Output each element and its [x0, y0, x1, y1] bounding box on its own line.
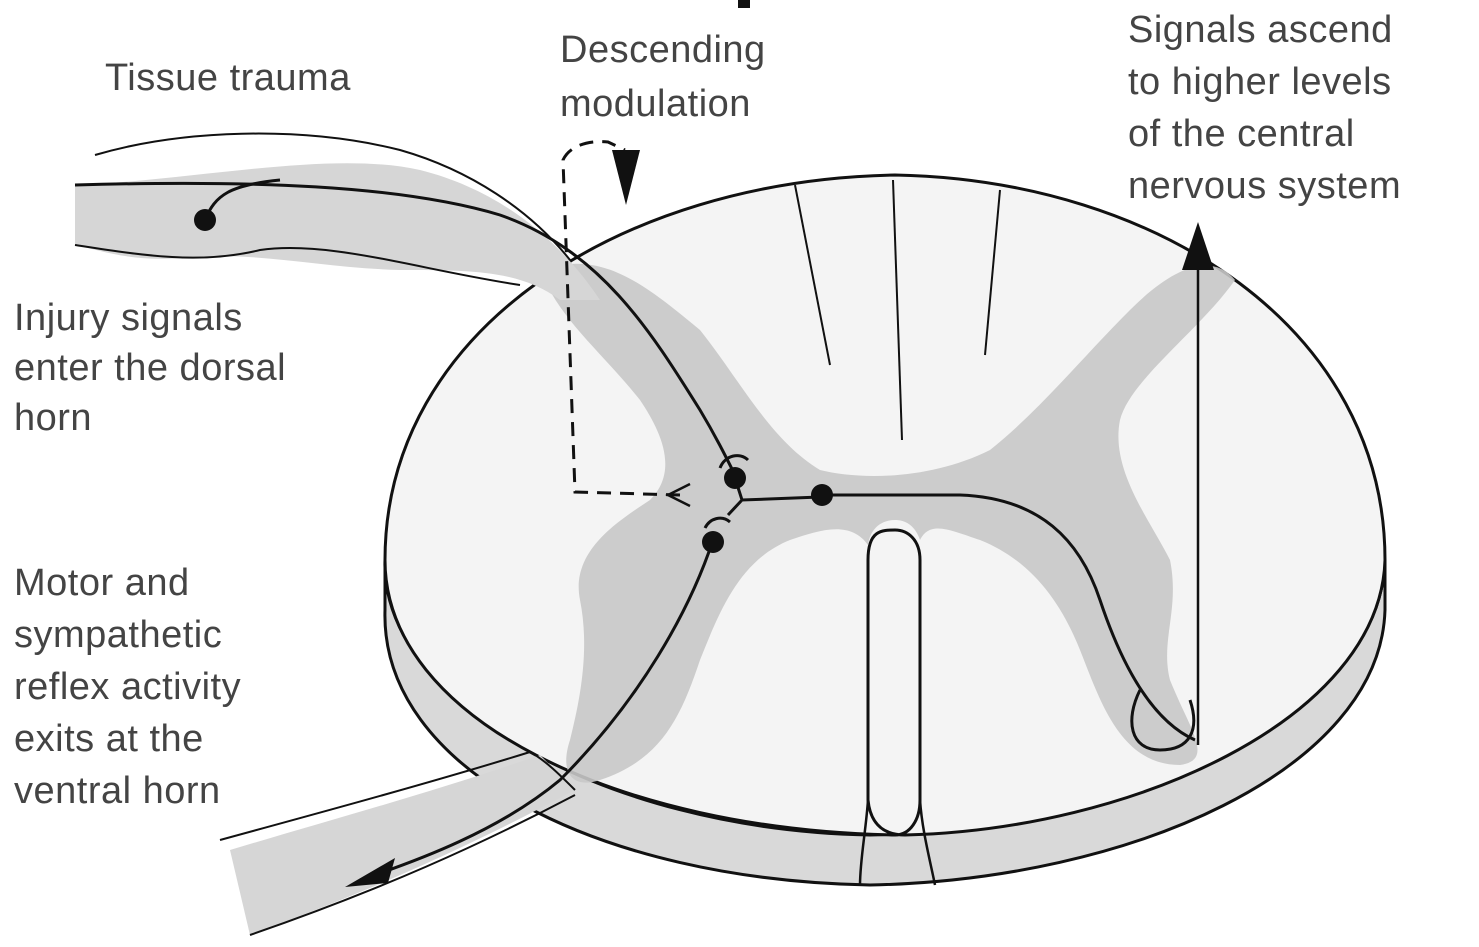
- label-motor-line-1: Motor and: [14, 562, 190, 604]
- top-edge-mark: [738, 0, 750, 8]
- label-injury-line-2: enter the dorsal: [14, 347, 286, 389]
- descending-arrowhead: [612, 150, 640, 205]
- label-ascend-line-4: nervous system: [1128, 165, 1401, 207]
- label-motor-line-5: ventral horn: [14, 770, 221, 812]
- outgoing-nerve-body: [230, 755, 575, 935]
- label-descending-line-2: modulation: [560, 83, 751, 125]
- label-tissue-trauma: Tissue trauma: [105, 57, 351, 99]
- label-signals-ascend: Signals ascend to higher levels of the c…: [1128, 9, 1404, 207]
- label-ascend-line-3: of the central: [1128, 113, 1355, 155]
- label-ascend-line-2: to higher levels: [1128, 61, 1392, 103]
- synapse-dot-primary: [724, 467, 746, 489]
- label-injury-signals: Injury signals enter the dorsal horn: [14, 297, 297, 439]
- label-injury-line-3: horn: [14, 397, 92, 439]
- ascending-arrowhead: [1182, 222, 1214, 270]
- label-motor-line-3: reflex activity: [14, 666, 241, 708]
- synapse-dot-motor: [702, 531, 724, 553]
- label-motor-line-2: sympathetic: [14, 614, 222, 656]
- label-descending-modulation: Descending modulation: [560, 29, 777, 125]
- label-ascend-line-1: Signals ascend: [1128, 9, 1393, 51]
- label-motor-line-4: exits at the: [14, 718, 204, 760]
- label-motor-reflex: Motor and sympathetic reflex activity ex…: [14, 562, 252, 812]
- label-injury-line-1: Injury signals: [14, 297, 243, 339]
- label-descending-line-1: Descending: [560, 29, 766, 71]
- nociceptor-cell-body: [194, 209, 216, 231]
